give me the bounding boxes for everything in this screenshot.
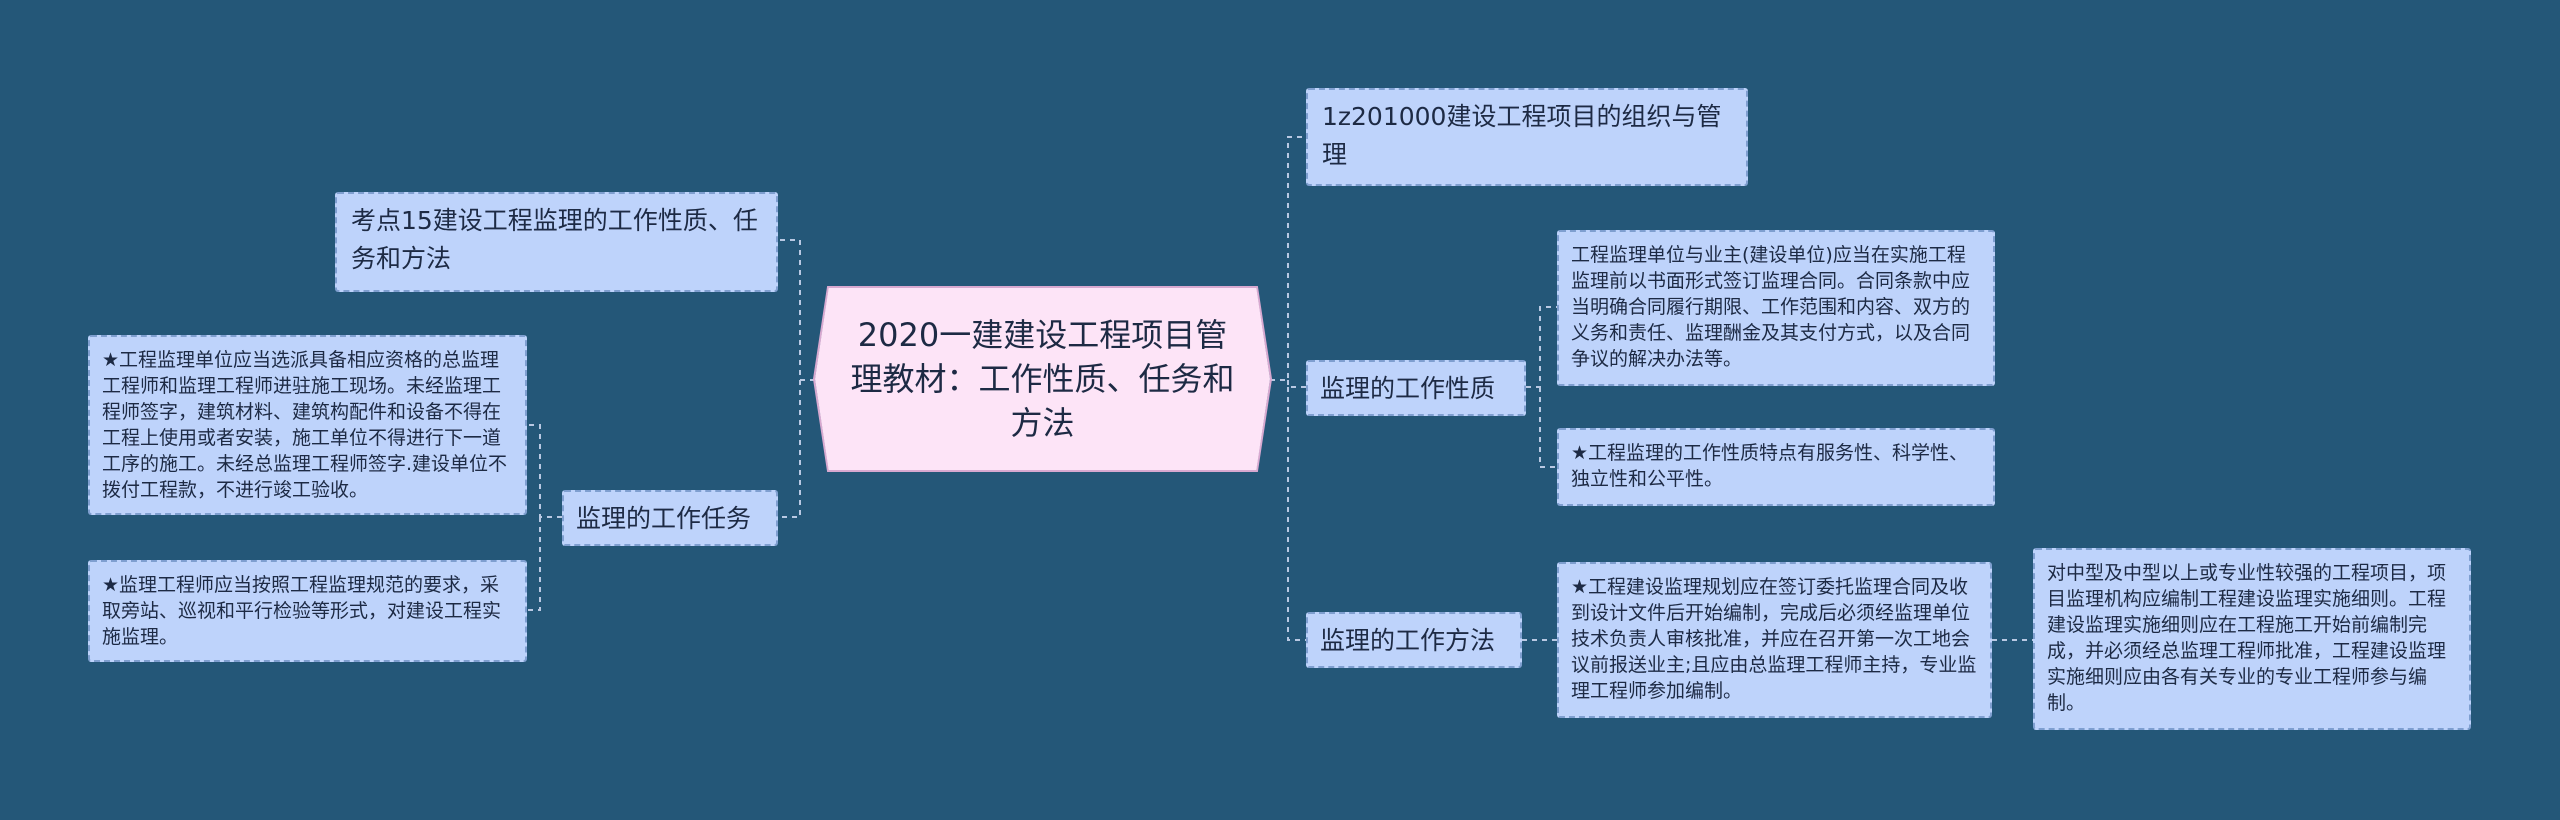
connector-root-left <box>778 239 815 381</box>
topic-xingzhi[interactable]: 监理的工作性质 <box>1306 360 1526 416</box>
root-node-outline <box>813 286 1272 472</box>
connector-root-right <box>1270 136 1306 381</box>
renwu-detail-2-text: ★监理工程师应当按照工程监理规范的要求，采取旁站、巡视和平行检验等形式，对建设工… <box>102 574 502 648</box>
topic-renwu[interactable]: 监理的工作任务 <box>562 490 778 546</box>
xingzhi-detail-2-text: ★工程监理的工作性质特点有服务性、科学性、独立性和公平性。 <box>1571 442 1969 490</box>
root-node[interactable]: 2020一建建设工程项目管理教材：工作性质、任务和方法 <box>815 288 1270 470</box>
topic-fangfa[interactable]: 监理的工作方法 <box>1306 612 1522 668</box>
renwu-detail-1[interactable]: ★工程监理单位应当选派具备相应资格的总监理工程师和监理工程师进驻施工现场。未经监… <box>88 335 527 515</box>
topic-renwu-label: 监理的工作任务 <box>576 504 752 533</box>
topic-fangfa-label: 监理的工作方法 <box>1320 626 1496 655</box>
topic-zuzhi-label: 1z201000建设工程项目的组织与管理 <box>1322 102 1722 169</box>
renwu-detail-1-text: ★工程监理单位应当选派具备相应资格的总监理工程师和监理工程师进驻施工现场。未经监… <box>102 349 508 501</box>
connector-renwu-details <box>527 424 562 611</box>
renwu-detail-2[interactable]: ★监理工程师应当按照工程监理规范的要求，采取旁站、巡视和平行检验等形式，对建设工… <box>88 560 527 662</box>
topic-xingzhi-label: 监理的工作性质 <box>1320 374 1496 403</box>
fangfa-subdetail[interactable]: 对中型及中型以上或专业性较强的工程项目，项目监理机构应编制工程建设监理实施细则。… <box>2033 548 2471 730</box>
connector-root-xingzhi <box>1287 380 1306 641</box>
xingzhi-detail-2[interactable]: ★工程监理的工作性质特点有服务性、科学性、独立性和公平性。 <box>1557 428 1995 506</box>
fangfa-detail-text: ★工程建设监理规划应在签订委托监理合同及收到设计文件后开始编制，完成后必须经监理… <box>1571 576 1977 702</box>
xingzhi-detail-1-text: 工程监理单位与业主(建设单位)应当在实施工程监理前以书面形式签订监理合同。合同条… <box>1571 244 1971 370</box>
fangfa-detail[interactable]: ★工程建设监理规划应在签订委托监理合同及收到设计文件后开始编制，完成后必须经监理… <box>1557 562 1992 718</box>
xingzhi-detail-1[interactable]: 工程监理单位与业主(建设单位)应当在实施工程监理前以书面形式签订监理合同。合同条… <box>1557 230 1995 386</box>
connector-xingzhi-details <box>1526 306 1557 468</box>
fangfa-subdetail-text: 对中型及中型以上或专业性较强的工程项目，项目监理机构应编制工程建设监理实施细则。… <box>2047 562 2447 714</box>
topic-kaodian-label: 考点15建设工程监理的工作性质、任务和方法 <box>351 206 758 273</box>
topic-zuzhi[interactable]: 1z201000建设工程项目的组织与管理 <box>1306 88 1748 186</box>
root-node-label: 2020一建建设工程项目管理教材：工作性质、任务和方法 <box>850 316 1235 442</box>
topic-kaodian[interactable]: 考点15建设工程监理的工作性质、任务和方法 <box>335 192 778 292</box>
connector-root-renwu <box>778 380 801 518</box>
